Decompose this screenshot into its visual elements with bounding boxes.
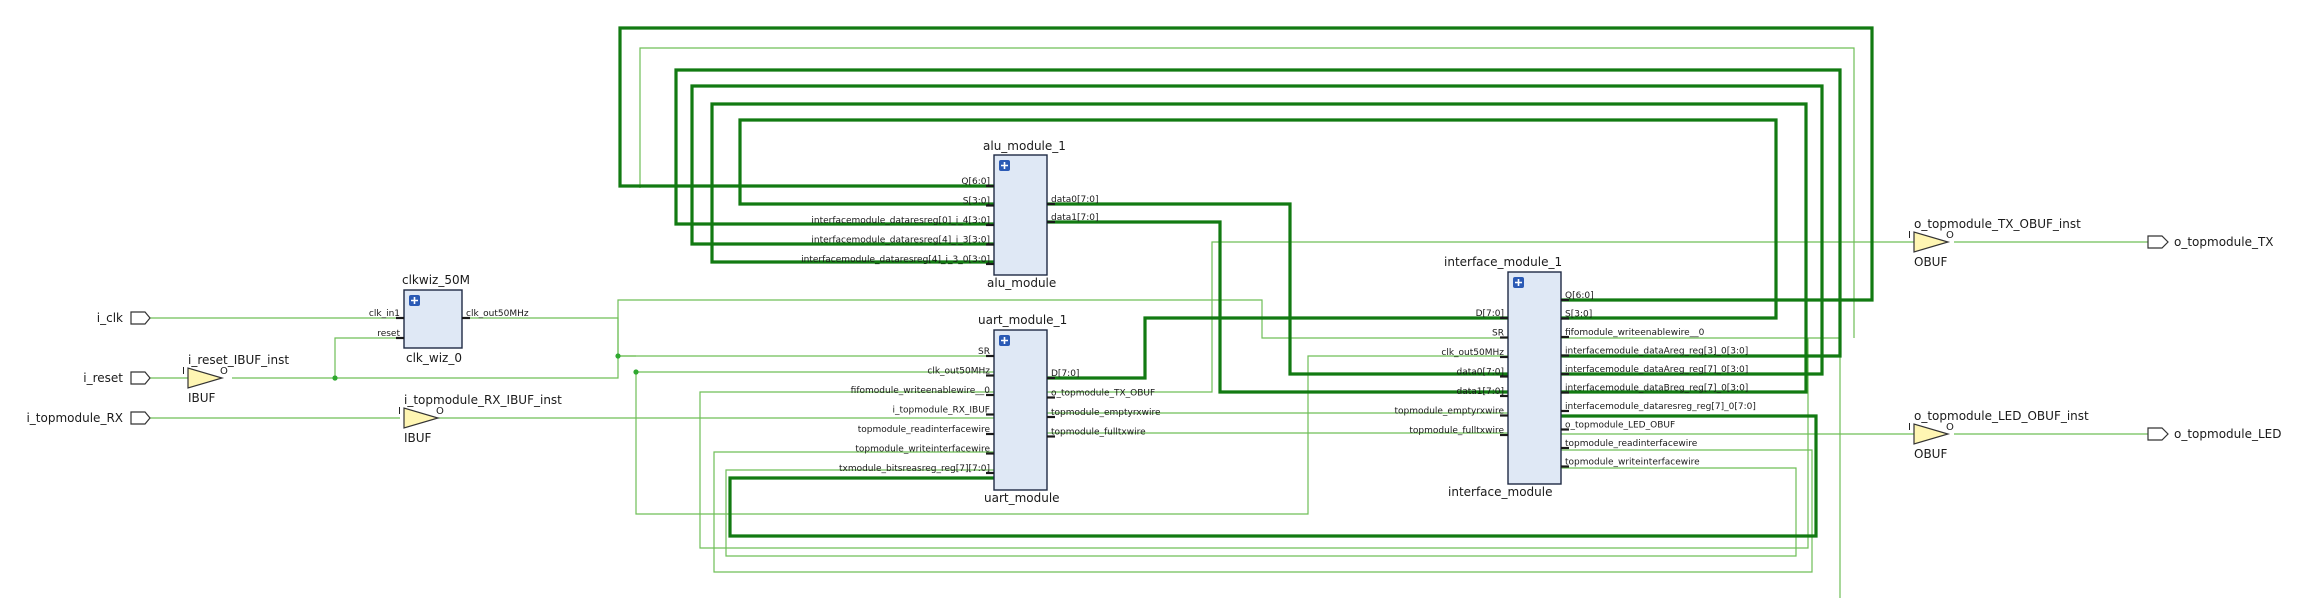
pin-i: I [1908,422,1911,433]
cell-instance-name: clkwiz_50M [402,273,470,287]
input-pin-label: i_topmodule_RX_IBUF [893,406,991,416]
buffer-triangle-icon [1913,231,1951,253]
port-arrow-icon [2147,235,2169,249]
input-pin-label: topmodule_fulltxwire [1409,426,1504,436]
input-pin-label: topmodule_emptyrxwire [1394,407,1504,417]
interface-module-block[interactable]: interface_module_1 D[7:0] SR clk_out50MHzd… [1394,255,1755,499]
cell-instance-name: o_topmodule_LED_OBUF_inst [1914,409,2089,423]
output-pin-label: fifomodule_writeenablewire__0 [1565,328,1705,338]
output-pin-label: topmodule_emptyrxwire [1051,408,1161,418]
output-pin-label: data0[7:0] [1051,195,1099,205]
cell-instance-name: i_topmodule_RX_IBUF_inst [404,393,562,407]
input-pin-label: data1[7:0] [1456,387,1504,397]
port-arrow-icon [130,371,151,385]
ibuf-rx[interactable]: i_topmodule_RX_IBUF_inst I O IBUF [398,393,562,445]
output-pin-label: o_topmodule_LED_OBUF [1565,421,1675,431]
uart-box [993,329,1048,491]
cell-instance-name: i_reset_IBUF_inst [188,353,289,367]
pin-o: O [1946,230,1954,241]
input-pin-label: interfacemodule_dataresreg[0]_i_4[3:0] [811,216,990,226]
input-pin-label: data0[7:0] [1456,368,1504,378]
pin-i: I [182,366,185,377]
output-pin-label: interfacemodule_dataAreg_reg[3]_0[3:0] [1565,347,1748,357]
input-pin-label: Q[6:0] [961,177,990,187]
cell-instance-name: uart_module_1 [978,313,1067,327]
port-arrow-icon [2147,427,2169,441]
alu-box [993,154,1048,276]
uart-module-block[interactable]: uart_module_1 SR clk_out50MHz fifomodule_w… [839,313,1161,505]
input-pin-label: SR [978,347,990,357]
cell-type: OBUF [1914,255,1947,269]
bus-wires [618,26,1874,538]
pin-reset: reset [377,329,400,339]
cell-type: alu_module [987,276,1056,290]
pin-i: I [1908,230,1911,241]
port-label: i_clk [97,311,123,325]
output-pin-label: D[7:0] [1051,369,1079,379]
expand-icon [1001,337,1008,344]
port-label: i_topmodule_RX [26,411,123,425]
input-port-i-clk[interactable]: i_clk [97,311,151,325]
input-pin-label: SR [1492,329,1504,339]
pin-o: O [436,406,444,417]
port-label: i_reset [83,371,123,385]
junctions [332,353,639,381]
input-pin-label: fifomodule_writeenablewire__0 [851,386,991,396]
cell-type: IBUF [404,431,432,445]
pin-i: I [398,406,401,417]
cell-type: interface_module [1448,485,1553,499]
clkwiz-block[interactable]: clkwiz_50M clk_in1 reset clk_out50MHz cl… [369,273,529,365]
input-port-i-rx[interactable]: i_topmodule_RX [26,411,151,425]
output-pin-label: data1[7:0] [1051,213,1099,223]
cell-instance-name: o_topmodule_TX_OBUF_inst [1914,217,2081,231]
ibuf-reset[interactable]: i_reset_IBUF_inst I O IBUF [182,353,289,405]
alu-module-block[interactable]: alu_module_1 Q[6:0] S[3:0] interfacemodule… [801,139,1098,290]
input-pin-label: txmodule_bitsreasreg_reg[7][7:0] [839,464,990,474]
output-pin-label: topmodule_fulltxwire [1051,428,1146,438]
input-port-i-reset[interactable]: i_reset [83,371,151,385]
pin-o: O [220,366,228,377]
output-pin-label: Q[6:0] [1565,291,1594,301]
port-label: o_topmodule_TX [2174,235,2274,249]
output-port-o-tx[interactable]: o_topmodule_TX [2147,235,2274,249]
buffer-triangle-icon [187,367,225,389]
port-label: o_topmodule_LED [2174,427,2281,441]
expand-icon [1515,279,1522,286]
buffer-triangle-icon [1913,423,1951,445]
input-pin-label: topmodule_writeinterfacewire [855,445,990,455]
pin-clk-out: clk_out50MHz [466,309,529,319]
obuf-led[interactable]: o_topmodule_LED_OBUF_inst I O OBUF [1908,409,2089,461]
buffer-triangle-icon [403,407,441,429]
expand-icon [411,297,418,304]
output-pin-label: interfacemodule_dataBreg_reg[7]_0[3:0] [1565,384,1748,394]
output-pin-label: o_topmodule_TX_OBUF [1051,389,1155,399]
output-pin-label: S[3:0] [1565,310,1592,320]
obuf-tx[interactable]: o_topmodule_TX_OBUF_inst I O OBUF [1908,217,2081,269]
expand-icon [1001,162,1008,169]
input-pin-label: interfacemodule_dataresreg[4]_i_3_0[3:0] [801,255,990,265]
interface-box [1507,271,1562,485]
output-pin-label: interfacemodule_dataresreg_reg[7]_0[7:0] [1565,402,1756,412]
pin-clk-in1: clk_in1 [369,309,400,319]
input-pin-label: D[7:0] [1476,309,1504,319]
input-pin-label: topmodule_readinterfacewire [858,425,991,435]
port-arrow-icon [130,311,151,325]
input-pin-label: interfacemodule_dataresreg[4]_i_3[3:0] [811,236,990,246]
pin-o: O [1946,422,1954,433]
cell-instance-name: interface_module_1 [1444,255,1562,269]
input-pin-label: clk_out50MHz [927,367,990,377]
output-port-o-led[interactable]: o_topmodule_LED [2147,427,2281,441]
cell-type: clk_wiz_0 [406,351,462,365]
input-pin-label: S[3:0] [963,197,990,207]
port-arrow-icon [130,411,151,425]
cell-type: uart_module [984,491,1060,505]
cell-type: OBUF [1914,447,1947,461]
output-pin-label: topmodule_readinterfacewire [1565,439,1698,449]
cell-instance-name: alu_module_1 [983,139,1066,153]
cell-type: IBUF [188,391,216,405]
output-pin-label: interfacemodule_dataAreg_reg[7]_0[3:0] [1565,365,1748,375]
output-pin-label: topmodule_writeinterfacewire [1565,458,1700,468]
input-pin-label: clk_out50MHz [1441,348,1504,358]
